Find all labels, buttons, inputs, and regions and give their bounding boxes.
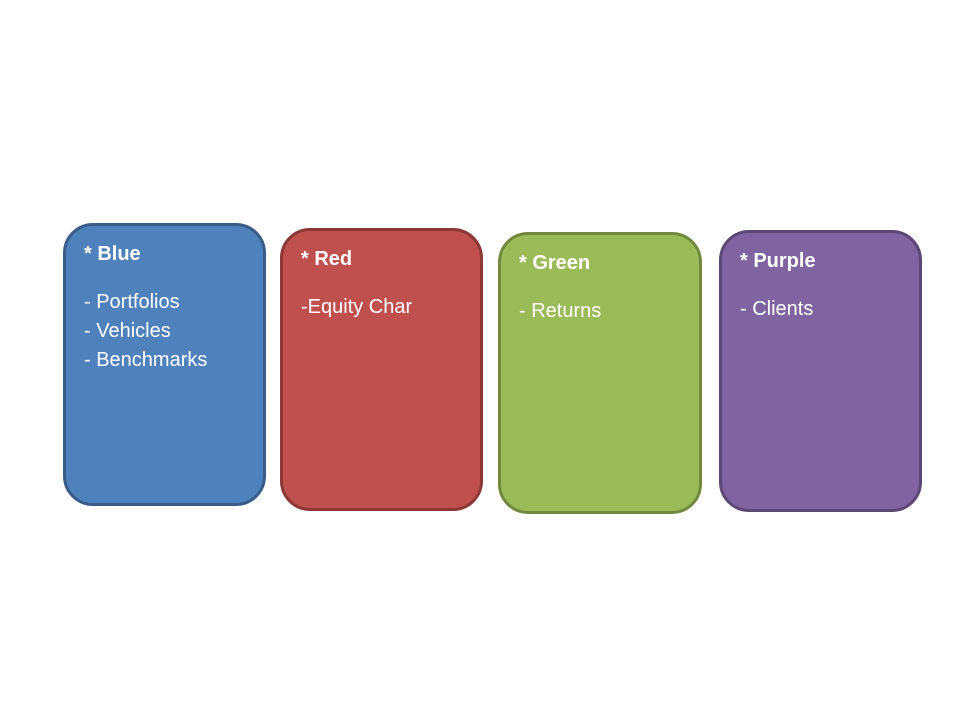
blue-box-item: - Benchmarks bbox=[84, 349, 208, 371]
blue-box-list: - Portfolios - Vehicles - Benchmarks bbox=[84, 288, 245, 375]
green-box-title: * Green bbox=[519, 252, 591, 274]
green-box: * Green - Returns bbox=[498, 232, 702, 514]
purple-box-list: - Clients bbox=[740, 295, 901, 324]
red-box-list: -Equity Char bbox=[301, 293, 462, 322]
purple-box: * Purple - Clients bbox=[719, 230, 922, 512]
green-box-list: - Returns bbox=[519, 297, 681, 326]
blue-box-item: - Portfolios bbox=[84, 291, 180, 313]
red-box-title: * Red bbox=[301, 248, 353, 270]
blue-box-title: * Blue bbox=[84, 243, 141, 265]
red-box-item: -Equity Char bbox=[301, 296, 413, 318]
green-box-item: - Returns bbox=[519, 300, 602, 322]
purple-box-item: - Clients bbox=[740, 298, 814, 320]
purple-box-title: * Purple bbox=[740, 250, 816, 272]
red-box: * Red -Equity Char bbox=[280, 228, 483, 511]
blue-box-item: - Vehicles bbox=[84, 320, 171, 342]
blue-box: * Blue - Portfolios - Vehicles - Benchma… bbox=[63, 223, 266, 506]
